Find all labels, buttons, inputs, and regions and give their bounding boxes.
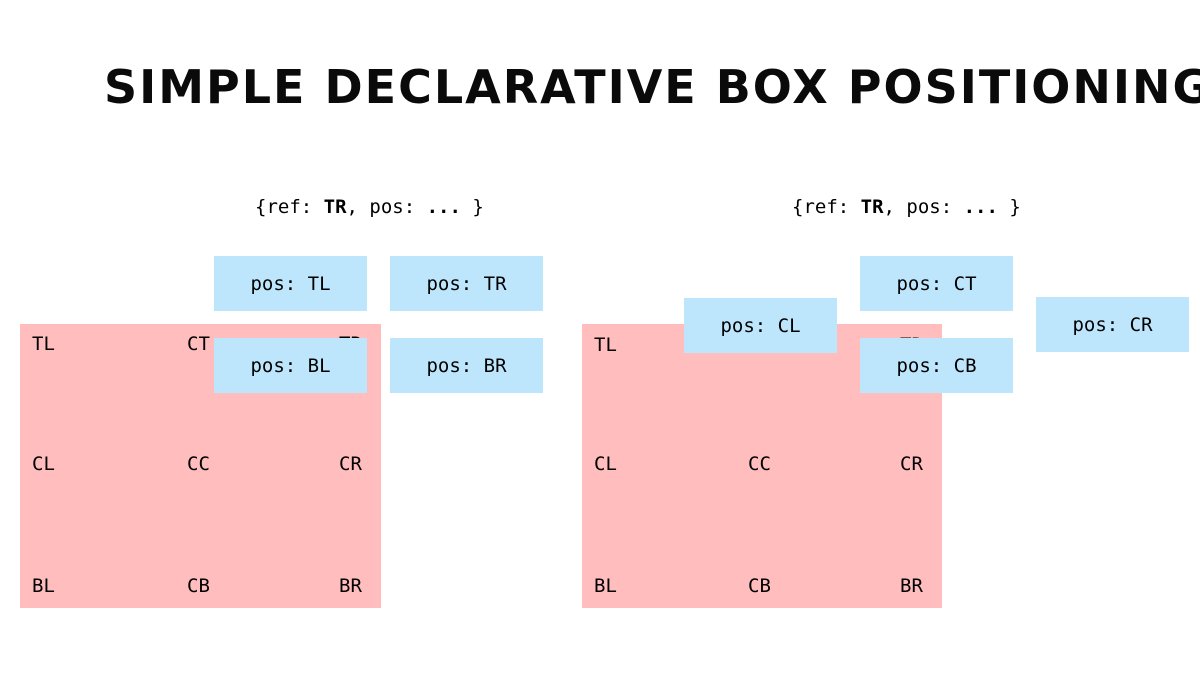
left-anchor-ct: CT	[187, 333, 210, 355]
right-anchor-cl: CL	[594, 453, 617, 475]
right-caption-value: ...	[963, 196, 998, 218]
left-anchor-br: BR	[339, 575, 362, 597]
left-pos-box-br: pos: BR	[390, 338, 543, 393]
right-anchor-cb: CB	[748, 575, 771, 597]
left-caption-value: ...	[426, 196, 461, 218]
left-caption-ref: TR	[323, 196, 347, 218]
left-pos-box-tl: pos: TL	[214, 256, 367, 311]
right-pos-box-cr: pos: CR	[1036, 297, 1189, 352]
right-caption: {ref: TR, pos: ... }	[792, 196, 1021, 218]
left-anchor-tl: TL	[32, 333, 55, 355]
left-anchor-cr: CR	[339, 453, 362, 475]
left-anchor-bl: BL	[32, 575, 55, 597]
right-anchor-cr: CR	[900, 453, 923, 475]
left-pos-box-bl: pos: BL	[214, 338, 367, 393]
right-anchor-br: BR	[900, 575, 923, 597]
left-anchor-cb: CB	[187, 575, 210, 597]
left-caption: {ref: TR, pos: ... }	[255, 196, 484, 218]
left-anchor-cc: CC	[187, 453, 210, 475]
right-pos-box-ct: pos: CT	[860, 256, 1013, 311]
right-anchor-tl: TL	[594, 334, 617, 356]
right-caption-ref: TR	[860, 196, 884, 218]
left-anchor-cl: CL	[32, 453, 55, 475]
page-title: SIMPLE DECLARATIVE BOX POSITIONING	[104, 60, 1200, 114]
right-pos-box-cb: pos: CB	[860, 338, 1013, 393]
right-pos-box-cl: pos: CL	[684, 298, 837, 353]
left-pos-box-tr: pos: TR	[390, 256, 543, 311]
right-anchor-cc: CC	[748, 453, 771, 475]
right-anchor-bl: BL	[594, 575, 617, 597]
